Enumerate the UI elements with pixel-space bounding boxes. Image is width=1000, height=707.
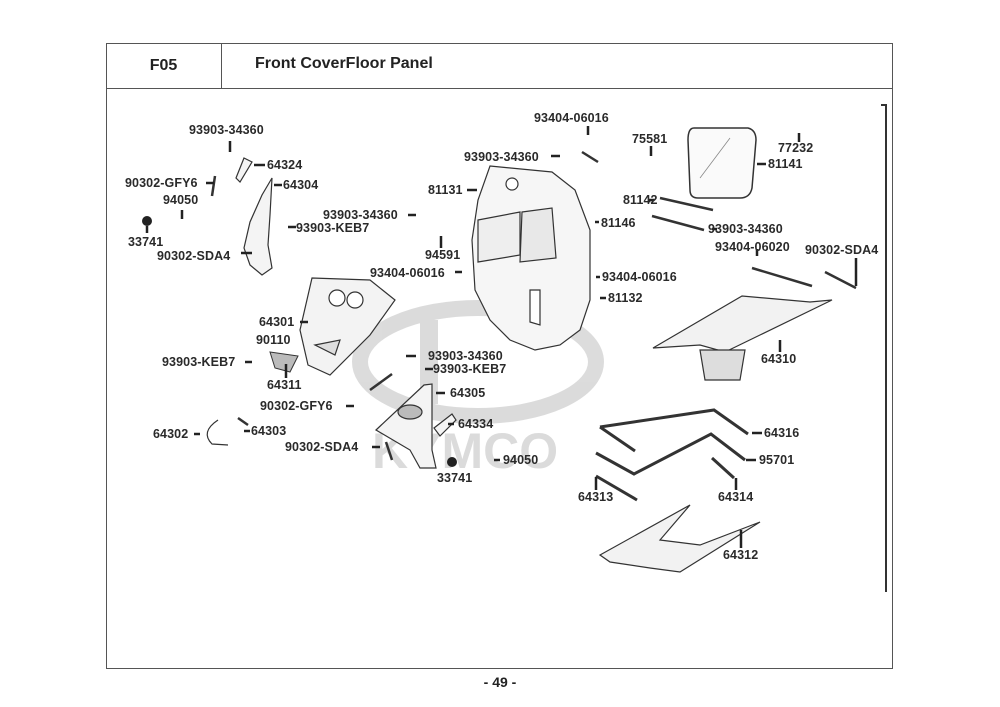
part-label: 81142: [623, 193, 658, 207]
part-label: 81132: [608, 291, 643, 305]
part-label: 64302: [153, 427, 189, 441]
part-label: 64314: [718, 490, 754, 504]
part-label: 94050: [503, 453, 539, 467]
part-label: 93903-34360: [428, 349, 503, 363]
part-label: 90302-SDA4: [285, 440, 359, 454]
part-label: 93404-06016: [602, 270, 677, 284]
part-label: 33741: [128, 235, 164, 249]
page-number: - 49 -: [483, 674, 517, 690]
part-label: 81146: [601, 216, 636, 230]
part-label: 64304: [283, 178, 319, 192]
page-title: Front CoverFloor Panel: [255, 55, 433, 72]
part-81141: [687, 127, 757, 199]
part-label: 64316: [764, 426, 800, 440]
part-label: 93903-34360: [708, 222, 783, 236]
part-label: 93903-KEB7: [162, 355, 236, 369]
part-64304: [235, 157, 273, 276]
group-bracket: [881, 104, 887, 592]
part-64312: [598, 504, 761, 573]
part-label: 93404-06016: [534, 111, 609, 125]
part-label: 90302-GFY6: [125, 176, 198, 190]
part-label: 90110: [256, 333, 291, 347]
part-label: 64334: [458, 417, 494, 431]
part-label: 93903-34360: [464, 150, 539, 164]
header-divider: [106, 88, 893, 89]
part-label: 90302-SDA4: [157, 249, 231, 263]
section-code: F05: [106, 43, 222, 89]
part-label: 93903-KEB7: [433, 362, 507, 376]
leader-lines: [145, 126, 858, 548]
part-label: 64303: [251, 424, 287, 438]
grommets: [142, 216, 457, 467]
part-label: 93404-06016: [370, 266, 445, 280]
part-stays: [595, 408, 749, 502]
part-label: 81131: [428, 183, 463, 197]
part-label: 64301: [259, 315, 295, 329]
part-label: 90302-GFY6: [260, 399, 333, 413]
part-label: 64305: [450, 386, 486, 400]
part-label: 64312: [723, 548, 759, 562]
part-label: 64310: [761, 352, 797, 366]
part-label: 93404-06020: [715, 240, 790, 254]
part-81131: [471, 165, 591, 351]
part-label: 94591: [425, 248, 461, 262]
part-label: 93903-KEB7: [296, 221, 370, 235]
part-64305: [375, 383, 437, 469]
fasteners: [210, 150, 857, 461]
part-64301: [299, 277, 396, 376]
part-label: 64324: [267, 158, 303, 172]
part-64311: [269, 351, 299, 373]
part-label: 64311: [267, 378, 302, 392]
part-64334: [433, 413, 457, 437]
part-label: 81141: [768, 157, 803, 171]
part-label: 95701: [759, 453, 795, 467]
part-64310: [652, 295, 833, 381]
part-64302: [206, 419, 229, 446]
part-label: 77232: [778, 141, 814, 155]
part-label: 33741: [437, 471, 473, 485]
part-label: 90302-SDA4: [805, 243, 879, 257]
part-label: 94050: [163, 193, 199, 207]
part-label: 64313: [578, 490, 614, 504]
part-label: 93903-34360: [323, 208, 398, 222]
part-label: 93903-34360: [189, 123, 264, 137]
diagram-frame: [106, 43, 893, 669]
part-label: 75581: [632, 132, 668, 146]
